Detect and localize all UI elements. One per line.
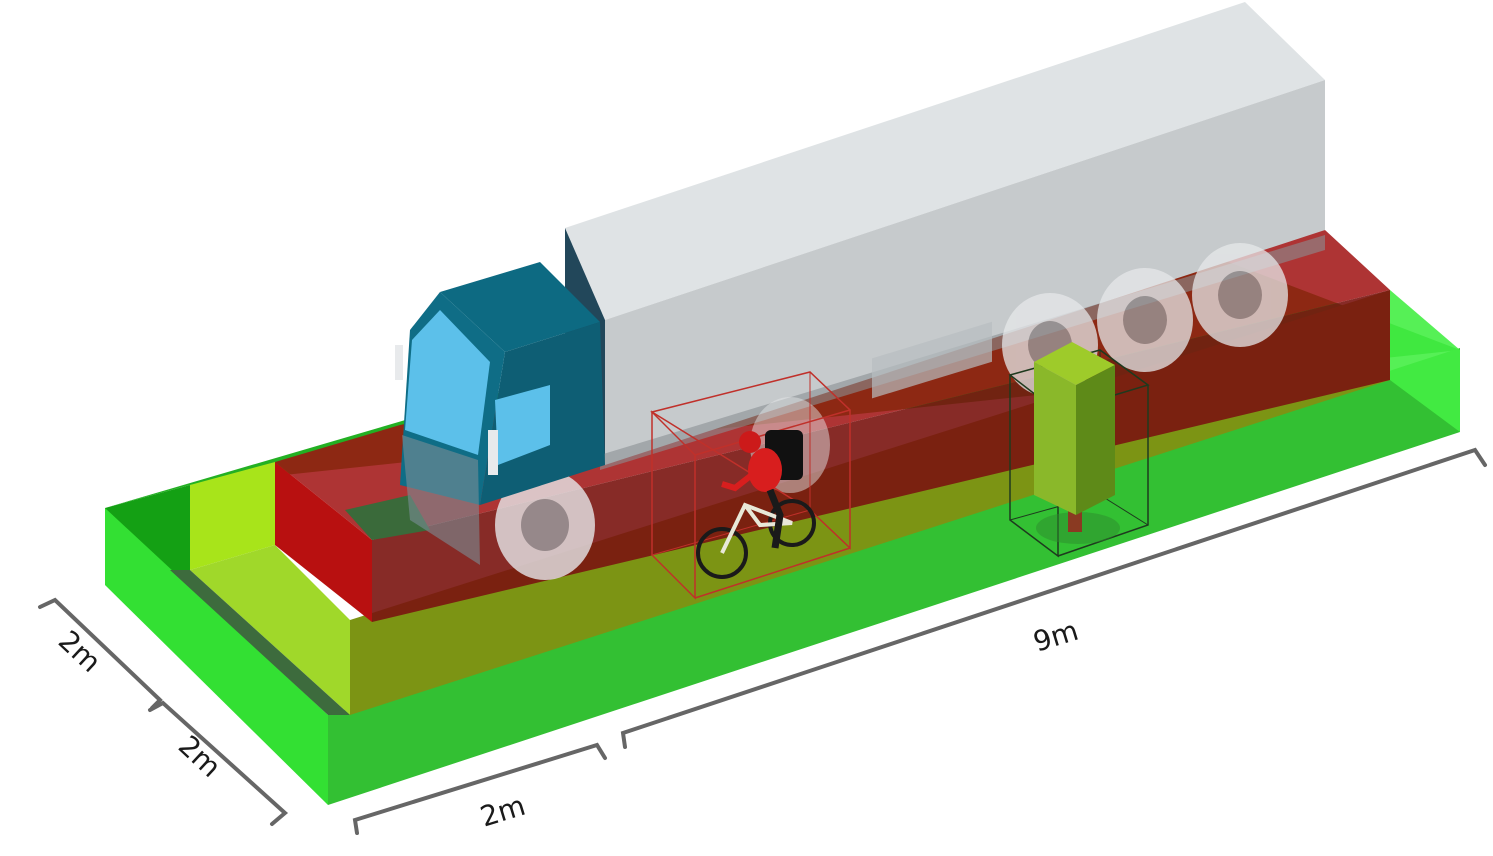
red-front-face [275, 462, 372, 622]
label-side-outer: 2m [52, 624, 107, 679]
bike-frame [720, 502, 793, 554]
tree-crown-top [1034, 342, 1115, 385]
bike-front-wheel [696, 527, 748, 579]
truck-box-top [565, 2, 1325, 320]
yellow-side-face-2 [170, 570, 350, 715]
truck-mirror [395, 345, 403, 380]
truck [395, 2, 1325, 580]
tree [1008, 342, 1150, 558]
rider-head [739, 431, 761, 453]
dim-line-side-outer [38, 597, 163, 710]
dim-line-main [620, 447, 1487, 749]
rider-arm [721, 467, 760, 492]
rider-torso [748, 448, 782, 492]
outer-green-front-face [105, 508, 328, 805]
truck-grille [402, 435, 480, 565]
rider-leg [766, 488, 784, 549]
truck-fuel-tank [872, 321, 992, 399]
truck-box-side [605, 80, 1325, 465]
truck-mirror-right [488, 430, 498, 475]
tree-bbox-back-2 [1099, 494, 1149, 526]
tree-crown-side [1076, 365, 1115, 515]
yellow-zone [170, 462, 350, 715]
cyclist-bbox-back [650, 371, 851, 550]
dimension-lines [38, 447, 1487, 835]
red-long-face [372, 290, 1390, 622]
dim-line-side-inner [148, 700, 289, 826]
outer-green-long-face [328, 348, 1460, 805]
tree-crown-front [1034, 362, 1076, 515]
rear-wheel-3-hub [1218, 271, 1262, 319]
front-wheel-hub [521, 499, 569, 551]
truck-windshield [405, 310, 490, 455]
truck-cab-top [440, 262, 600, 352]
cyclist-bbox-bottom [694, 547, 851, 599]
yellow-side-face [190, 545, 350, 715]
cyclist [650, 371, 851, 600]
label-side-inner: 2m [172, 729, 227, 784]
truck-side-window [495, 385, 550, 465]
outer-green-right-end [1390, 290, 1460, 432]
label-front-length: 2m [476, 789, 529, 834]
label-main-length: 9m [1029, 614, 1082, 659]
yellow-front-face [190, 462, 275, 570]
rear-wheel-2-hub [1123, 296, 1167, 344]
dim-line-front [352, 742, 607, 835]
